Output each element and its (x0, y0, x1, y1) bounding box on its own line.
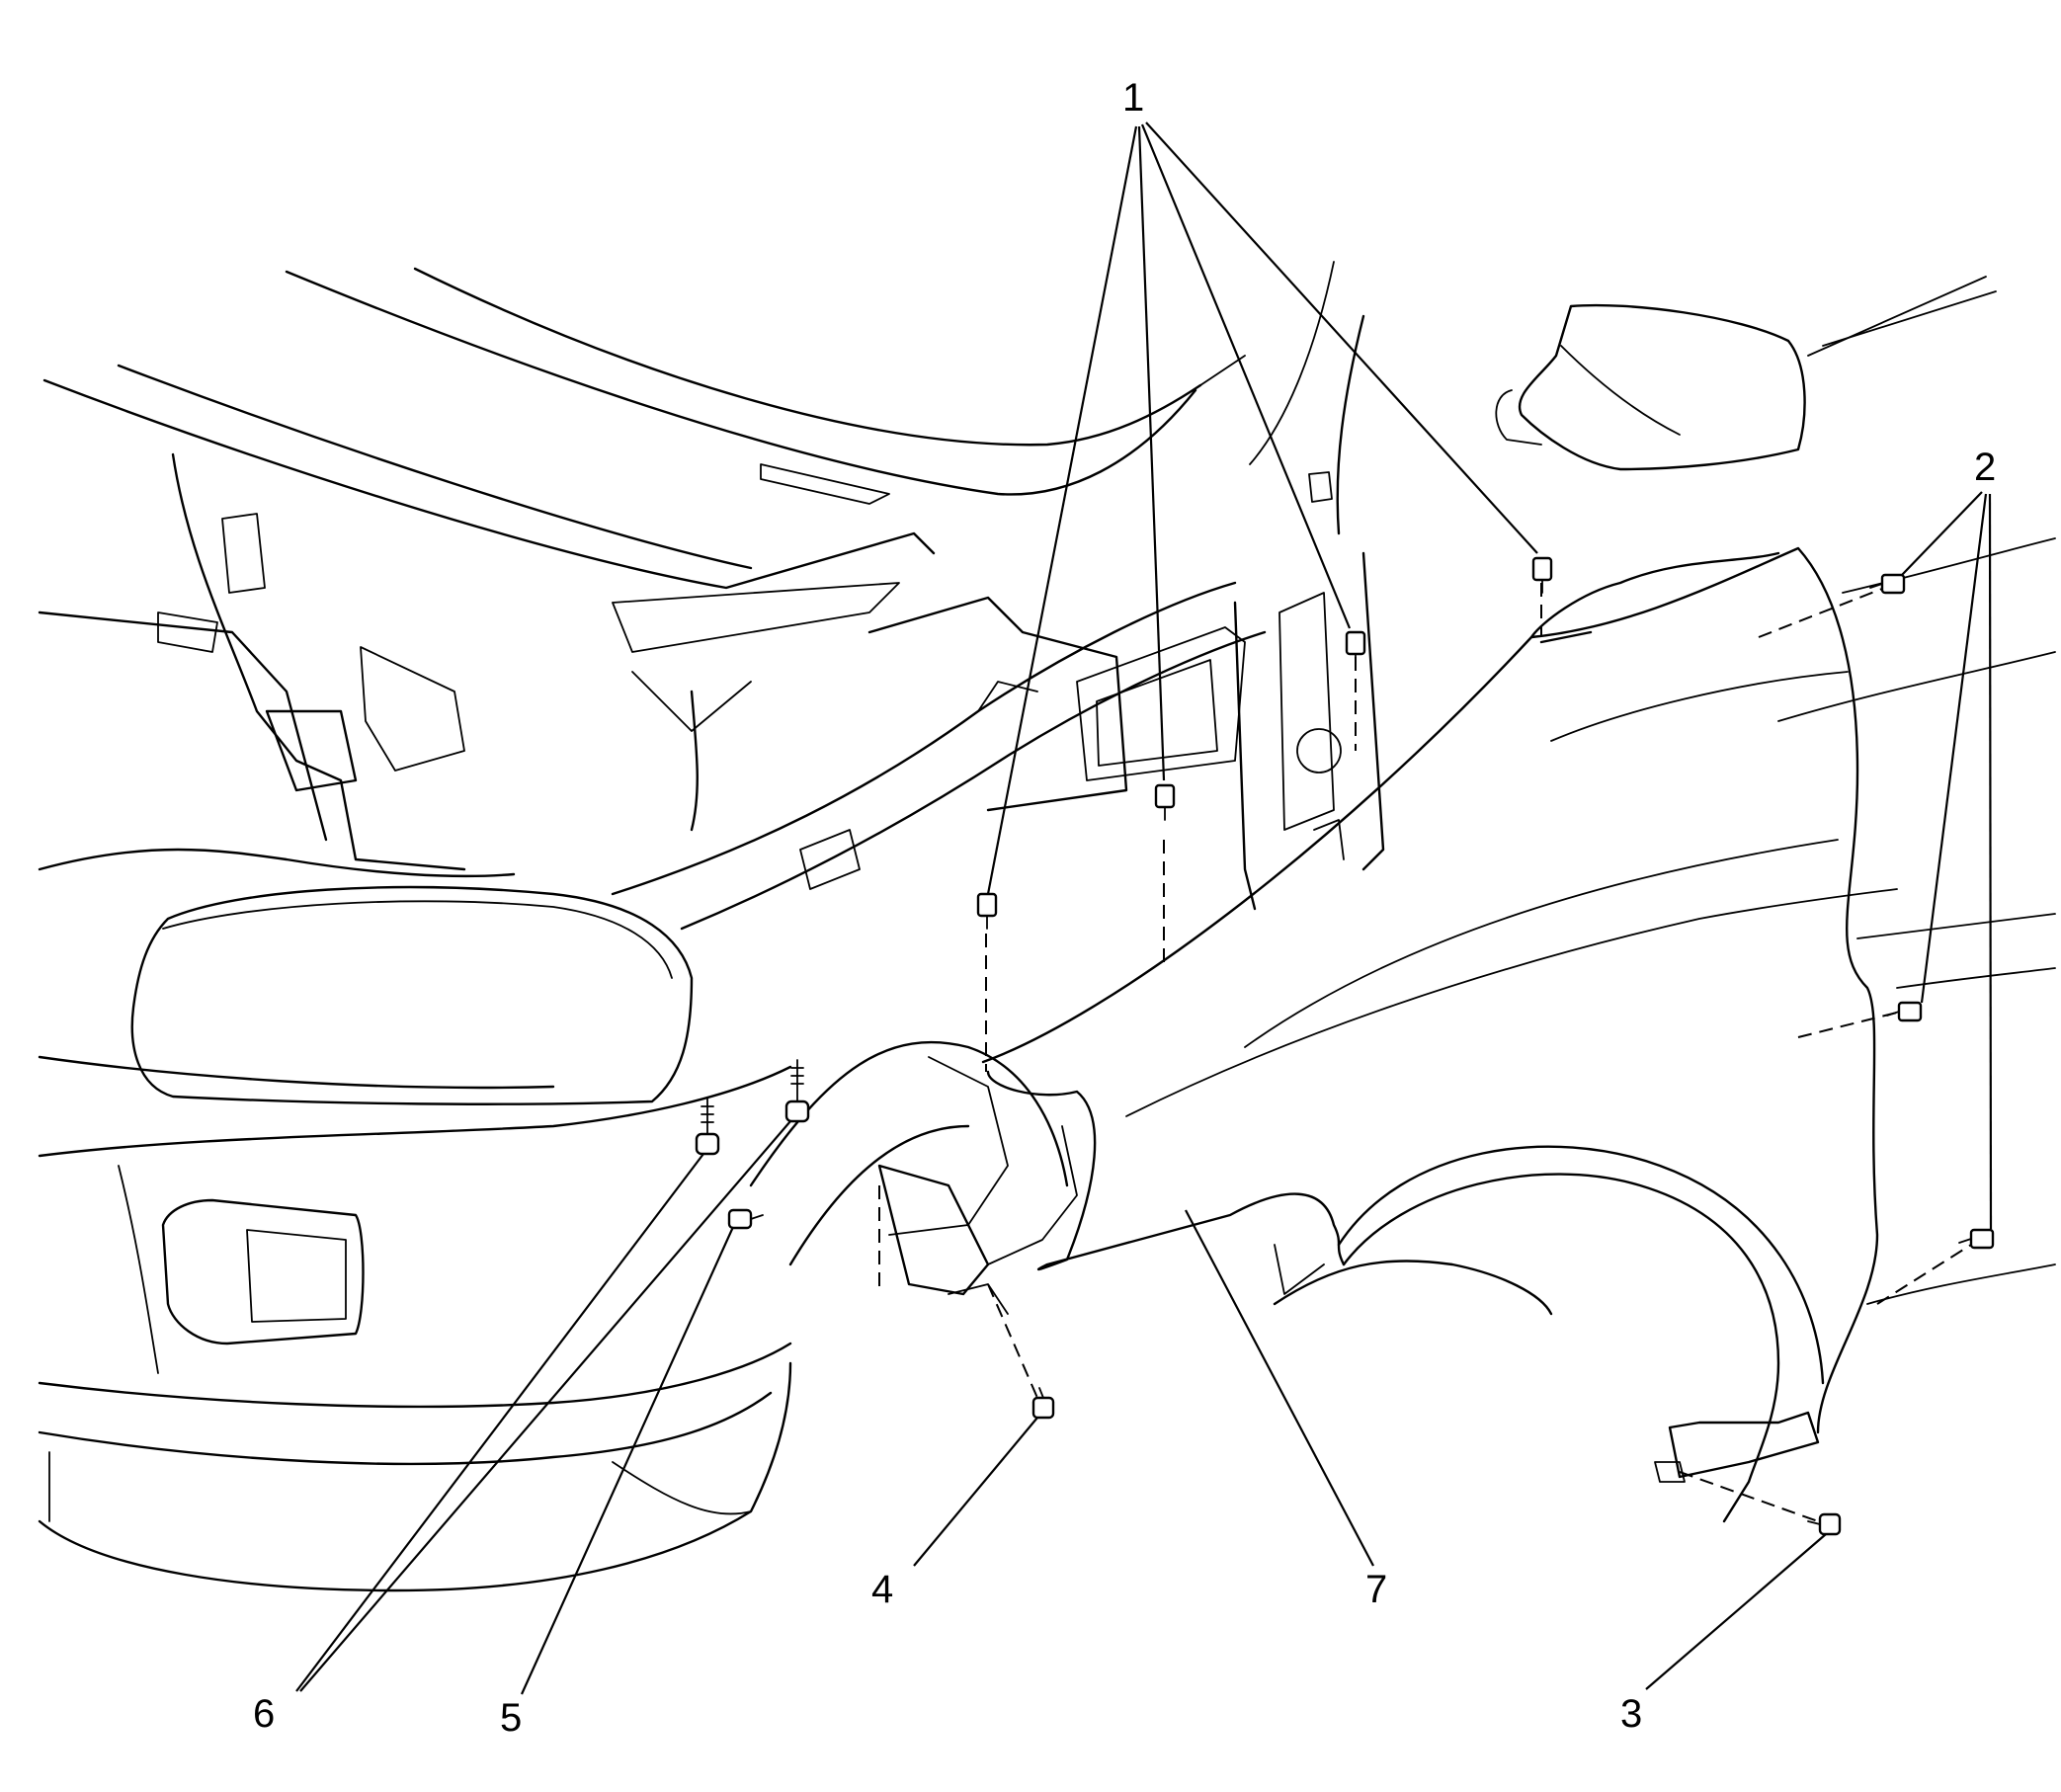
leader-lines (295, 122, 1993, 1695)
hood (42, 261, 1335, 590)
install-lines (878, 583, 1972, 1522)
fascia-nut (784, 1059, 810, 1123)
wheelhouse-liner (749, 1040, 1553, 1316)
fender-lower-rear-bolt (1807, 1512, 1842, 1536)
fender-upper-bolt (1531, 556, 1553, 594)
callout-labels: 1 2 3 4 5 6 7 (253, 76, 1996, 1740)
headlamp (130, 885, 694, 1105)
fender-rear-bolt (1886, 1001, 1923, 1022)
callout-7: 7 (1365, 1568, 1387, 1611)
front-fascia (38, 1055, 792, 1592)
callout-1: 1 (1122, 76, 1144, 120)
fascia-nut (695, 1098, 720, 1156)
fascia-bolt (727, 1208, 764, 1230)
fender (981, 537, 2056, 1523)
fender-upper-bolt (1345, 630, 1366, 668)
fender-lower-front-bolt (1031, 1387, 1055, 1420)
fasteners (695, 556, 1995, 1536)
callout-4: 4 (871, 1568, 893, 1611)
fender-rear-bolt (1958, 1228, 1995, 1250)
callout-3: 3 (1620, 1692, 1642, 1736)
fender-upper-bolt (1154, 783, 1176, 821)
callout-5: 5 (500, 1696, 522, 1740)
side-mirror (1495, 276, 1997, 471)
fender-rear-bolt (1869, 573, 1906, 595)
callout-2: 2 (1974, 446, 1996, 489)
callout-6: 6 (253, 1692, 275, 1736)
fender-upper-bolt (976, 892, 998, 930)
upper-rail (611, 581, 1267, 931)
